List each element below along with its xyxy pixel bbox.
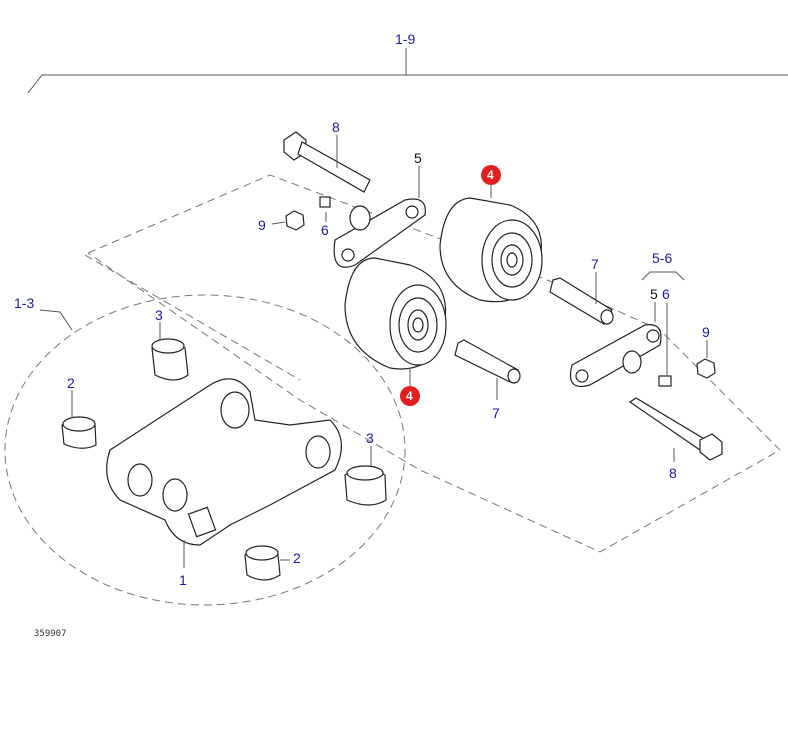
callout-4-top[interactable]: 4 <box>481 165 501 185</box>
callout-9-right[interactable]: 9 <box>702 324 710 340</box>
svg-text:4: 4 <box>487 168 494 182</box>
assembly-bracket <box>27 48 788 94</box>
callout-7-bottom[interactable]: 7 <box>492 405 500 421</box>
bushing-3-top <box>151 322 189 381</box>
callout-2-bottom[interactable]: 2 <box>293 550 301 566</box>
pin-right <box>549 272 614 325</box>
callout-1[interactable]: 1 <box>179 572 187 588</box>
bushing-2-bottom <box>244 545 290 581</box>
roller-bottom <box>344 257 447 386</box>
callout-5-right: 5 <box>650 286 658 302</box>
grease-nipple-right <box>658 303 672 387</box>
callout-5-6[interactable]: 5-6 <box>652 250 672 266</box>
bracket-top <box>333 166 426 268</box>
svg-text:4: 4 <box>406 389 413 403</box>
callout-6-left[interactable]: 6 <box>321 222 329 238</box>
callout-8-top[interactable]: 8 <box>332 119 340 135</box>
bracket-right <box>569 271 685 387</box>
nut-left <box>271 210 305 231</box>
roller-top <box>439 184 543 303</box>
callout-5-top: 5 <box>414 150 422 166</box>
callout-2-left[interactable]: 2 <box>67 375 75 391</box>
callout-3-top[interactable]: 3 <box>155 307 163 323</box>
frame <box>106 378 342 568</box>
callout-8-bottom[interactable]: 8 <box>669 465 677 481</box>
callout-1-3[interactable]: 1-3 <box>14 295 34 311</box>
callout-3-right[interactable]: 3 <box>366 430 374 446</box>
nut-right <box>696 340 716 379</box>
reference-number: 359907 <box>34 629 67 639</box>
grease-nipple-left <box>319 196 331 222</box>
pin-bottom <box>454 339 521 400</box>
callout-4-bottom[interactable]: 4 <box>400 386 420 406</box>
callout-9-left[interactable]: 9 <box>258 217 266 233</box>
bolt-bottom <box>628 397 723 462</box>
dashed-guides <box>4 174 781 606</box>
callout-7-right[interactable]: 7 <box>591 256 599 272</box>
bushing-2-left <box>61 390 97 449</box>
bolt-top <box>283 131 371 193</box>
callout-6-right[interactable]: 6 <box>662 286 670 302</box>
callout-1-9[interactable]: 1-9 <box>395 31 415 47</box>
bushing-3-right <box>344 446 387 506</box>
